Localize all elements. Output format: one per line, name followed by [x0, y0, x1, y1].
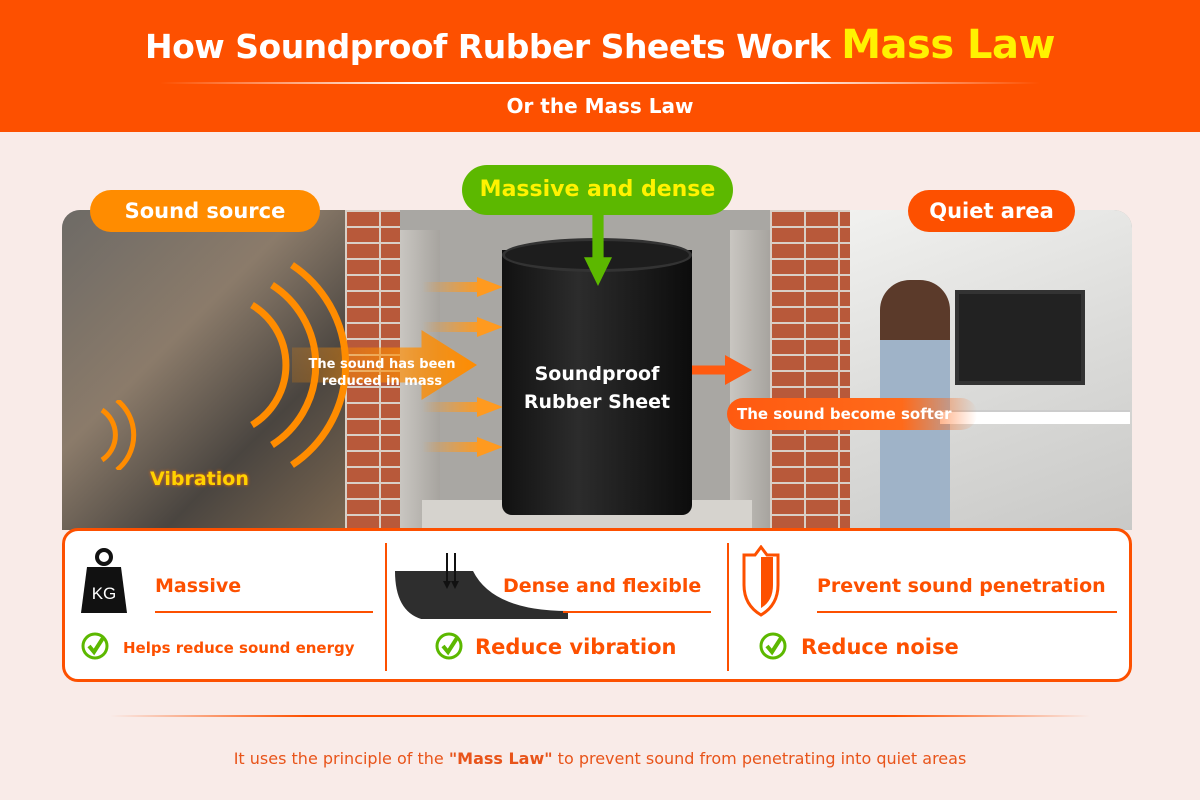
svg-text:KG: KG — [92, 584, 117, 603]
feature-massive: KG Massive Helps reduce sound energy — [65, 531, 385, 679]
feature-benefit: Reduce vibration — [475, 635, 677, 659]
feature-title: Prevent sound penetration — [817, 575, 1106, 597]
header: How Soundproof Rubber Sheets Work Mass L… — [0, 0, 1200, 132]
subtitle: Or the Mass Law — [506, 94, 694, 118]
footer-caption: It uses the principle of the "Mass Law" … — [0, 749, 1200, 768]
vibration-label: Vibration — [150, 468, 249, 490]
sound-arrow-head — [477, 397, 503, 417]
shield-icon — [742, 545, 780, 617]
check-icon — [435, 632, 463, 660]
office-worker-photo — [850, 210, 1132, 530]
rubber-sheet-roll — [502, 250, 692, 515]
softer-sound-banner: The sound become softer — [727, 398, 977, 430]
feature-prevent: Prevent sound penetration Reduce noise — [729, 531, 1129, 679]
footer-text: to prevent sound from penetrating into q… — [552, 749, 967, 768]
feature-title: Dense and flexible — [503, 575, 702, 597]
quiet-area-label: Quiet area — [908, 190, 1075, 232]
sound-arrow-head — [477, 317, 503, 337]
sound-arrow — [422, 442, 482, 452]
sound-source-label: Sound source — [90, 190, 320, 232]
title-highlight: Mass Law — [841, 22, 1055, 68]
desk — [940, 410, 1130, 424]
feature-dense: Dense and flexible Reduce vibration — [387, 531, 727, 679]
monitor-icon — [955, 290, 1085, 385]
divider — [817, 611, 1117, 613]
sound-arrow — [422, 402, 482, 412]
sound-arrow — [422, 282, 482, 292]
sound-arrow-head — [477, 437, 503, 457]
reduced-sound-text: The sound has been reduced in mass — [308, 357, 456, 389]
footer-highlight: "Mass Law" — [448, 749, 553, 768]
sound-arrow — [422, 322, 482, 332]
weight-kg-icon: KG — [81, 548, 127, 613]
concrete-wall-right — [730, 230, 770, 530]
brick-wall-right — [770, 210, 850, 530]
feature-title: Massive — [155, 575, 242, 597]
title-divider — [160, 82, 1040, 84]
sheet-label-line1: Soundproof — [534, 363, 660, 385]
title-main: How Soundproof Rubber Sheets Work — [144, 27, 831, 66]
column-separator — [727, 543, 729, 671]
features-panel: KG Massive Helps reduce sound energy Den… — [62, 528, 1132, 682]
divider — [563, 611, 711, 613]
feature-benefit: Reduce noise — [801, 635, 959, 659]
feature-benefit: Helps reduce sound energy — [123, 639, 355, 657]
sound-arrow-head — [477, 277, 503, 297]
page-title: How Soundproof Rubber Sheets Work Mass L… — [0, 22, 1200, 68]
massive-dense-label: Massive and dense — [462, 165, 733, 215]
sheet-label-line2: Rubber Sheet — [523, 391, 671, 413]
check-icon — [81, 632, 109, 660]
flexible-sheet-icon — [395, 553, 568, 619]
column-separator — [385, 543, 387, 671]
check-icon — [759, 632, 787, 660]
footer-divider — [110, 715, 1090, 717]
vibration-waves-icon — [100, 400, 137, 470]
divider — [155, 611, 373, 613]
footer-text: It uses the principle of the — [233, 749, 449, 768]
